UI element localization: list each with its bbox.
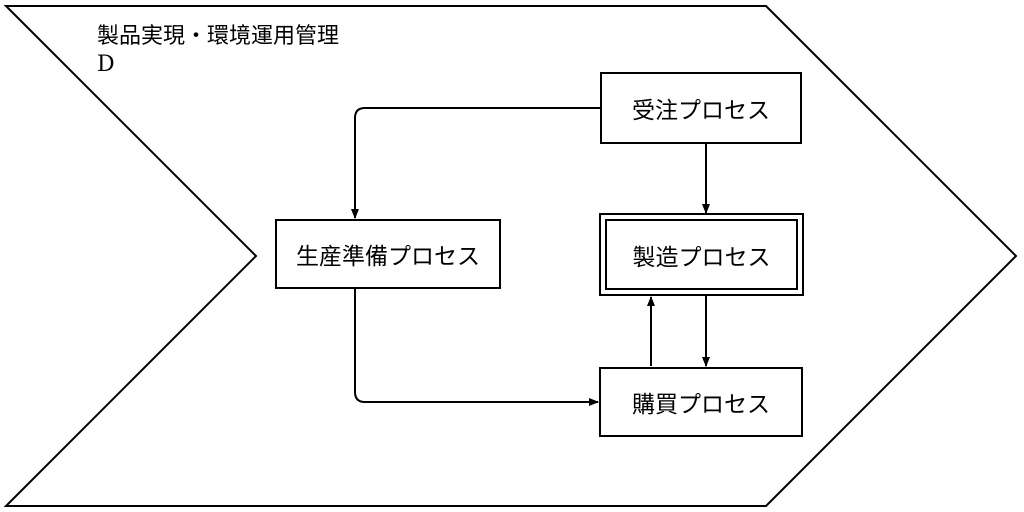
manufacturing-process-label: 製造プロセス: [632, 244, 771, 271]
order-process-label: 受注プロセス: [632, 98, 770, 124]
diagram-subtitle: D: [97, 52, 115, 77]
connector-order-to-prep: [351, 107, 600, 219]
manufacturing-process-inner-border: 製造プロセス: [605, 219, 798, 290]
production-prep-process-box: 生産準備プロセス: [275, 219, 501, 289]
purchasing-process-box: 購買プロセス: [599, 367, 803, 437]
production-prep-process-label: 生産準備プロセス: [296, 244, 480, 270]
manufacturing-process-box: 製造プロセス: [599, 213, 804, 296]
connector-prep-to-purchasing: [354, 289, 599, 406]
order-process-box: 受注プロセス: [600, 72, 802, 144]
chevron-frame: [3, 5, 1018, 507]
diagram-title: 製品実現・環境運用管理: [97, 24, 340, 49]
purchasing-process-label: 購買プロセス: [632, 392, 770, 418]
